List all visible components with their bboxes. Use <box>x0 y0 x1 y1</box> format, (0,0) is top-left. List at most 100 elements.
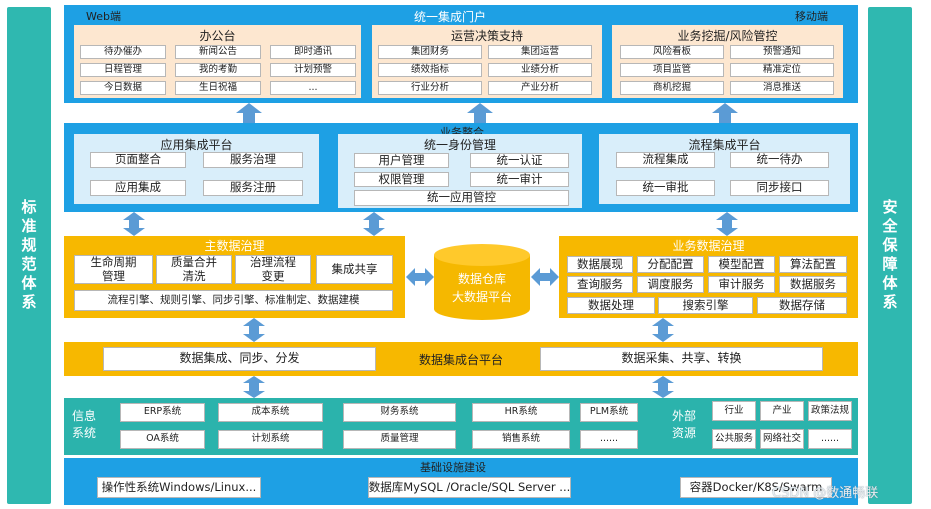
info-systems-label: 信息 系统 <box>72 409 97 440</box>
biz-data-item: 审计服务 <box>708 276 775 293</box>
portal-title: 统一集成门户 <box>414 10 487 24</box>
collect-share-transform: 数据采集、共享、转换 <box>540 347 823 371</box>
office-item: 日程管理 <box>80 63 166 77</box>
bidirectional-arrow-icon <box>361 212 387 236</box>
office-item: 今日数据 <box>80 81 166 95</box>
integration-platform-title: 数据集成台平台 <box>418 353 503 367</box>
office-item: ... <box>270 81 356 95</box>
office-title: 办公台 <box>199 29 236 43</box>
biz-data-item: 算法配置 <box>779 256 847 273</box>
bidirectional-arrow-icon <box>241 318 267 342</box>
data-warehouse-cylinder <box>432 243 532 325</box>
external-resource-item: ...... <box>808 429 852 449</box>
biz-data-item: 数据服务 <box>779 276 847 293</box>
info-system-item: 成本系统 <box>218 403 323 422</box>
left-right-arrow-icon <box>531 266 559 288</box>
external-resource-item: 产业 <box>760 401 804 421</box>
master-data-engines: 流程引擎、规则引擎、同步引擎、标准制定、数据建模 <box>74 290 393 311</box>
biz-data-title: 业务数据治理 <box>672 239 745 253</box>
info-system-item: HR系统 <box>472 403 570 422</box>
flow-platform-item: 统一待办 <box>730 152 829 168</box>
identity-item: 统一认证 <box>470 153 569 168</box>
master-data-item: 集成共享 <box>316 255 393 284</box>
external-resource-item: 政策法规 <box>808 401 852 421</box>
biz-risk-item: 消息推送 <box>730 81 834 95</box>
external-resources-label: 外部 资源 <box>672 409 697 440</box>
infra-database: 数据库MySQL /Oracle/SQL Server ... <box>368 477 571 498</box>
bidirectional-arrow-icon <box>121 212 147 236</box>
info-system-item: 计划系统 <box>218 430 323 449</box>
web-label: Web端 <box>86 10 121 23</box>
infra-title: 基础设施建设 <box>420 461 486 474</box>
master-data-item: 治理流程 变更 <box>235 255 311 284</box>
biz-data-item: 数据处理 <box>567 297 655 314</box>
biz-data-item: 调度服务 <box>637 276 704 293</box>
office-item: 我的考勤 <box>175 63 261 77</box>
ops-item: 业绩分析 <box>488 63 592 77</box>
office-item: 即时通讯 <box>270 45 356 59</box>
identity-item: 用户管理 <box>354 153 449 168</box>
biz-risk-item: 商机挖掘 <box>620 81 724 95</box>
info-system-item: OA系统 <box>120 430 205 449</box>
ops-item: 行业分析 <box>378 81 482 95</box>
integration-sync-distribute: 数据集成、同步、分发 <box>103 347 376 371</box>
app-platform-item: 应用集成 <box>90 180 186 196</box>
flow-platform-item: 统一审批 <box>616 180 715 196</box>
ops-title: 运营决策支持 <box>450 29 523 43</box>
office-item: 计划预警 <box>270 63 356 77</box>
info-system-item: 质量管理 <box>343 430 456 449</box>
left-right-arrow-icon <box>406 266 434 288</box>
biz-data-item: 数据展现 <box>567 256 633 273</box>
unified-app-control: 统一应用管控 <box>354 190 569 206</box>
bidirectional-arrow-icon <box>714 212 740 236</box>
ops-item: 绩效指标 <box>378 63 482 77</box>
master-data-item: 质量合并 清洗 <box>156 255 232 284</box>
flow-platform-item: 同步接口 <box>730 180 829 196</box>
app-platform-item: 服务治理 <box>203 152 303 168</box>
ops-item: 产业分析 <box>488 81 592 95</box>
bidirectional-arrow-icon <box>650 376 676 398</box>
info-system-item: 财务系统 <box>343 403 456 422</box>
up-arrow-icon <box>467 103 493 123</box>
infra-os: 操作性系统Windows/Linux... <box>97 477 261 498</box>
bidirectional-arrow-icon <box>241 376 267 398</box>
biz-data-item: 模型配置 <box>708 256 775 273</box>
external-resource-item: 网络社交 <box>760 429 804 449</box>
biz-risk-title: 业务挖掘/风险管控 <box>677 29 778 43</box>
flow-platform-item: 流程集成 <box>616 152 715 168</box>
office-item: 生日祝福 <box>175 81 261 95</box>
app-platform-title: 应用集成平台 <box>160 138 233 152</box>
watermark: CSDN @数通畅联 <box>772 486 879 501</box>
identity-title: 统一身份管理 <box>423 138 496 152</box>
biz-data-item: 数据存储 <box>757 297 847 314</box>
biz-risk-item: 风险看板 <box>620 45 724 59</box>
identity-item: 权限管理 <box>354 172 449 187</box>
warehouse-line2: 大数据平台 <box>451 290 512 304</box>
master-data-title: 主数据治理 <box>204 239 265 253</box>
bidirectional-arrow-icon <box>650 318 676 342</box>
external-resource-item: 行业 <box>712 401 756 421</box>
warehouse-line1: 数据仓库 <box>457 272 506 286</box>
infra-container: 容器Docker/K8S/Swarm <box>680 477 832 498</box>
security-system-bar: 安全保障体系 <box>868 7 912 504</box>
flow-platform-title: 流程集成平台 <box>688 138 761 152</box>
biz-data-item: 分配配置 <box>637 256 704 273</box>
ops-item: 集团财务 <box>378 45 482 59</box>
info-system-item: PLM系统 <box>580 403 638 422</box>
up-arrow-icon <box>236 103 262 123</box>
app-platform-item: 页面整合 <box>90 152 186 168</box>
biz-data-item: 查询服务 <box>567 276 633 293</box>
ops-item: 集团运营 <box>488 45 592 59</box>
info-system-item: ERP系统 <box>120 403 205 422</box>
standards-system-bar: 标准规范体系 <box>7 7 51 504</box>
master-data-item: 生命周期 管理 <box>74 255 153 284</box>
office-item: 新闻公告 <box>175 45 261 59</box>
biz-risk-item: 精准定位 <box>730 63 834 77</box>
biz-risk-item: 预警通知 <box>730 45 834 59</box>
info-system-item: 销售系统 <box>472 430 570 449</box>
mobile-label: 移动端 <box>795 10 828 23</box>
office-item: 待办催办 <box>80 45 166 59</box>
biz-risk-item: 项目监管 <box>620 63 724 77</box>
biz-data-item: 搜索引擎 <box>658 297 753 314</box>
up-arrow-icon <box>712 103 738 123</box>
